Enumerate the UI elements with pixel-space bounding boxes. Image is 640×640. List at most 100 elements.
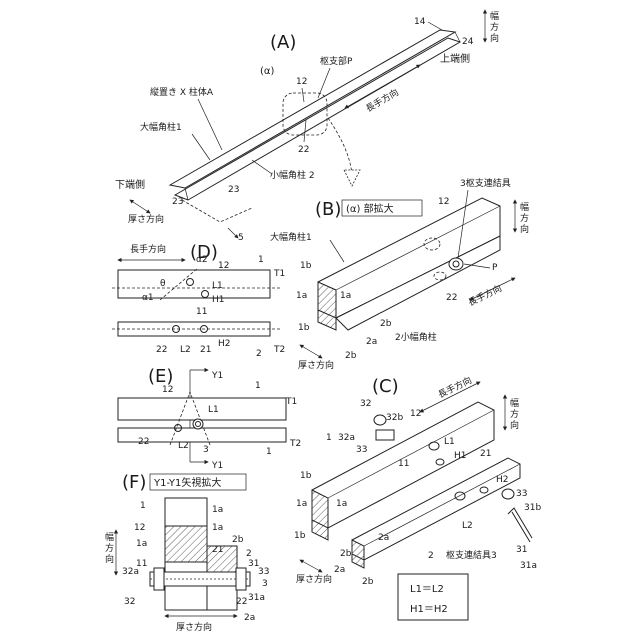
f-small-lower — [207, 586, 237, 610]
c-part-32a: 32a — [338, 433, 355, 443]
d-h1: H1 — [212, 295, 225, 305]
c-part-33: 33 — [516, 489, 527, 499]
a-part-5: 5 — [238, 233, 244, 243]
svg-text:方: 方 — [520, 212, 529, 224]
svg-text:幅: 幅 — [520, 201, 529, 213]
b-part-1b-top: 1b — [300, 261, 312, 271]
c-part-1b-top: 1b — [300, 471, 312, 481]
f-part-1a-top: 1a — [212, 505, 223, 515]
d-l2: L2 — [180, 345, 191, 355]
a-long-direction: 長手方向 — [364, 86, 401, 114]
pivot-label: 枢支部P — [320, 55, 353, 67]
svg-text:向: 向 — [490, 32, 499, 44]
c-part-11: 11 — [398, 459, 409, 469]
view-b-caption: (α) 部拡大 — [346, 202, 394, 215]
c-part-2b-bottom: 2b — [362, 577, 374, 587]
enlarge-arrow — [328, 118, 352, 175]
c-part-21: 21 — [480, 449, 491, 459]
c-part-2a: 2a — [334, 565, 345, 575]
equation-box: L1＝L2 H1＝H2 — [398, 574, 468, 620]
a-small-column-label: 小幅角柱 2 — [270, 169, 315, 181]
view-f-title: (F) — [122, 472, 146, 493]
d-part-1: 1 — [258, 255, 264, 265]
b-big-column-label: 大幅角柱1 — [270, 231, 312, 243]
c-h1: H1 — [454, 451, 467, 461]
svg-text:方: 方 — [510, 408, 519, 420]
svg-text:方: 方 — [105, 542, 114, 554]
f-head-32 — [154, 568, 164, 590]
svg-text:向: 向 — [105, 553, 114, 565]
d-t2: T2 — [273, 345, 285, 355]
f-big-upper — [165, 498, 207, 526]
equation-h: H1＝H2 — [410, 604, 448, 615]
f-part-22: 22 — [236, 597, 247, 607]
b-joint-ring — [449, 258, 463, 270]
a-width-direction: 幅 方 向 — [485, 10, 499, 44]
a-big-column-label: 大幅角柱1 — [140, 121, 182, 133]
c-part-31a: 31a — [520, 561, 537, 571]
alpha-label: (α) — [260, 66, 274, 77]
d-h2: H2 — [218, 339, 231, 349]
c-part-1: 1 — [326, 433, 332, 443]
d-long-direction: 長手方向 — [130, 243, 166, 255]
e-part-1-top: 1 — [255, 381, 261, 391]
c-l2: L2 — [462, 521, 473, 531]
svg-text:幅: 幅 — [490, 10, 499, 22]
lower-end-label: 下端側 — [115, 178, 145, 191]
b-long-direction: 長手方向 — [466, 282, 504, 309]
f-part-2b: 2b — [232, 535, 244, 545]
c-part-31b: 31b — [524, 503, 541, 513]
e-y1-bottom: Y1 — [211, 461, 223, 471]
b-p-label: P — [492, 263, 498, 273]
f-nut-33 — [236, 568, 246, 590]
d-part-22: 22 — [156, 345, 167, 355]
c-long-direction: 長手方向 — [436, 374, 474, 401]
equation-l: L1＝L2 — [410, 584, 444, 595]
a-part-12: 12 — [296, 77, 307, 87]
b-part-2a: 2a — [366, 337, 377, 347]
b-part-22: 22 — [446, 293, 457, 303]
d-alpha2: α2 — [196, 255, 208, 265]
e-t1: T1 — [285, 397, 297, 407]
c-part-32b: 32b — [386, 413, 403, 423]
svg-text:向: 向 — [510, 419, 519, 431]
svg-text:幅: 幅 — [105, 531, 114, 543]
member-5-outline — [182, 200, 252, 222]
vertical-column-label: 縦置き X 柱体A — [150, 86, 214, 98]
b-part-2b: 2b — [380, 319, 392, 329]
upper-end-label: 上端側 — [440, 52, 470, 65]
c-part-31: 31 — [516, 545, 527, 555]
c-part-2: 2 — [428, 551, 434, 561]
e-part-1: 1 — [266, 447, 272, 457]
f-part-2a: 2a — [244, 613, 255, 623]
view-a: (A) (α) 枢支部P 12 22 14 24 23 23 5 幅 方 向 — [115, 10, 499, 243]
d-l1: L1 — [212, 281, 223, 291]
c-nut-33 — [502, 489, 514, 499]
d-q1: α1 — [142, 293, 154, 303]
c-part-1a-right: 1a — [336, 499, 347, 509]
c-washer-32 — [374, 415, 386, 425]
f-part-2: 2 — [246, 549, 252, 559]
f-part-3: 3 — [262, 579, 268, 589]
c-part-2a-right: 2a — [378, 533, 389, 543]
b-part-1a-right: 1a — [340, 291, 351, 301]
b-part-2b-bottom: 2b — [345, 351, 357, 361]
view-f: (F) Y1-Y1矢視拡大 1 1a 12 1a 1a 2b 21 2 11 3… — [105, 472, 269, 633]
e-l2: L2 — [178, 441, 189, 451]
svg-text:方: 方 — [490, 21, 499, 33]
e-joint-3 — [193, 419, 203, 429]
f-part-21: 21 — [212, 545, 223, 555]
e-part-12: 12 — [162, 385, 173, 395]
c-part-1b-bottom: 1b — [294, 531, 306, 541]
d-part-11: 11 — [196, 307, 207, 317]
e-l1: L1 — [208, 405, 219, 415]
e-column-1 — [118, 398, 286, 420]
svg-text:向: 向 — [520, 223, 529, 235]
f-thick-direction: 厚さ方向 — [176, 621, 212, 633]
b-small-column-label: 2小幅角柱 — [395, 331, 437, 343]
view-c: (C) 長手方向 幅 方 向 32 32b 12 32a 1 — [294, 374, 541, 587]
a-part-24: 24 — [462, 37, 474, 47]
d-theta: θ — [160, 279, 166, 289]
f-part-31a: 31a — [248, 593, 265, 603]
